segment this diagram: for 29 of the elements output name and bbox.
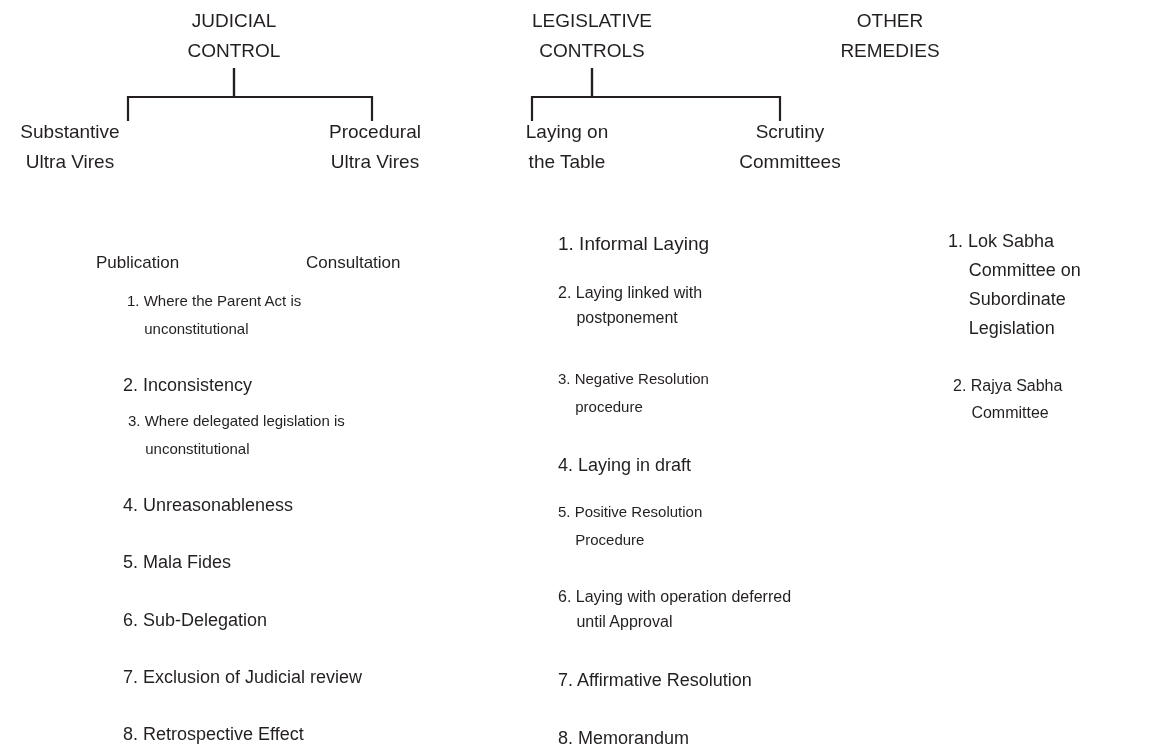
list-item: 2. Inconsistency <box>123 374 254 397</box>
list-item: 4. Laying in draft <box>558 454 693 477</box>
list-heading: Publication <box>96 252 181 274</box>
list-item: 2. Laying linked with postponement <box>558 283 704 328</box>
list-item: 8. Memorandum <box>558 727 691 750</box>
list-item: 5. Positive Resolution Procedure <box>558 502 704 550</box>
subcategory-label: Laying on the Table <box>512 117 622 177</box>
list-item: 1. Informal Laying <box>558 232 711 256</box>
list-item: 6. Laying with operation deferred until Approval <box>558 587 793 632</box>
list-item: 1. Lok Sabha Committee on Subordinate Legislation <box>948 230 1082 340</box>
tree-connector <box>232 68 374 121</box>
tree-connector <box>590 68 782 121</box>
category-heading: LEGISLATIVE CONTROLS <box>522 6 662 66</box>
list-item: 4. Unreasonableness <box>123 494 295 517</box>
list-item: 1. Where the Parent Act is unconstitutional <box>127 291 303 339</box>
list-item: 6. Sub-Delegation <box>123 609 269 632</box>
list-item: 3. Where delegated legislation is unconstitutional <box>128 411 346 459</box>
list-item: 5. Mala Fides <box>123 551 233 574</box>
category-heading: OTHER REMEDIES <box>832 6 948 66</box>
category-heading: JUDICIAL CONTROL <box>169 6 299 66</box>
list-item: 2. Rajya Sabha Committee <box>953 376 1064 423</box>
list-item: 8. Retrospective Effect <box>123 723 305 746</box>
list-item: 3. Negative Resolution procedure <box>558 369 710 417</box>
list-item: 7. Affirmative Resolution <box>558 669 753 692</box>
list-heading: Consultation <box>306 252 402 274</box>
subcategory-label: Procedural Ultra Vires <box>320 117 430 177</box>
subcategory-label: Substantive Ultra Vires <box>10 117 130 177</box>
list-item: 7. Exclusion of Judicial review <box>123 666 364 689</box>
subcategory-label: Scrutiny Committees <box>734 117 846 177</box>
